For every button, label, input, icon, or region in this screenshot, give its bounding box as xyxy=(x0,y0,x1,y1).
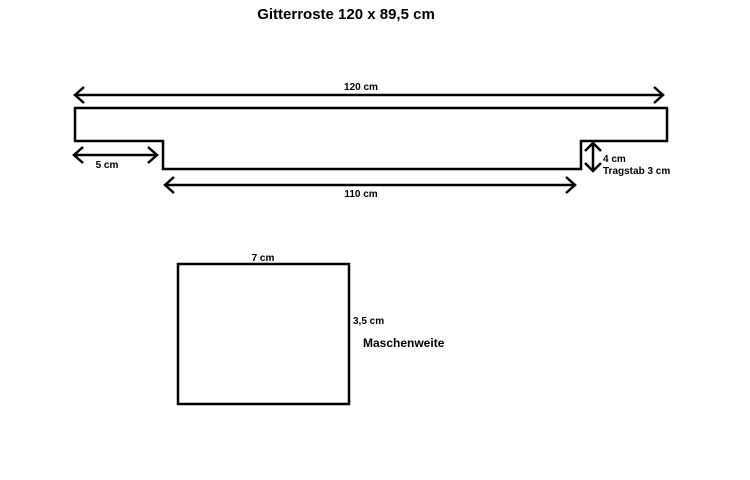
mesh-height-label: 3,5 cm xyxy=(353,316,384,327)
grating-profile xyxy=(73,106,669,171)
arrow-left-icon xyxy=(73,86,85,104)
arrow-right-icon xyxy=(653,86,665,104)
bearing-bar-label: Tragstab 3 cm xyxy=(603,166,670,177)
mesh-width-label: 7 cm xyxy=(252,253,275,264)
arrow-down-icon xyxy=(584,162,602,173)
dimension-inner-length-label: 110 cm xyxy=(344,189,377,200)
dimension-end-offset xyxy=(72,146,159,164)
mesh-caption: Maschenweite xyxy=(363,336,445,350)
dimension-total-length xyxy=(73,86,665,104)
arrow-right-icon xyxy=(147,146,159,164)
arrow-left-icon xyxy=(72,146,84,164)
arrow-left-icon xyxy=(163,176,175,194)
arrow-up-icon xyxy=(584,141,602,152)
dimension-total-length-label: 120 cm xyxy=(344,82,378,93)
profile-outline xyxy=(73,106,669,171)
dimension-height xyxy=(584,141,602,173)
dimension-end-offset-label: 5 cm xyxy=(96,160,119,171)
dimension-inner-length xyxy=(163,176,577,194)
arrow-right-icon xyxy=(565,176,577,194)
dimension-height-label: 4 cm xyxy=(603,154,626,165)
drawing-title: Gitterroste 120 x 89,5 cm xyxy=(257,6,435,23)
mesh-cell xyxy=(176,262,351,406)
